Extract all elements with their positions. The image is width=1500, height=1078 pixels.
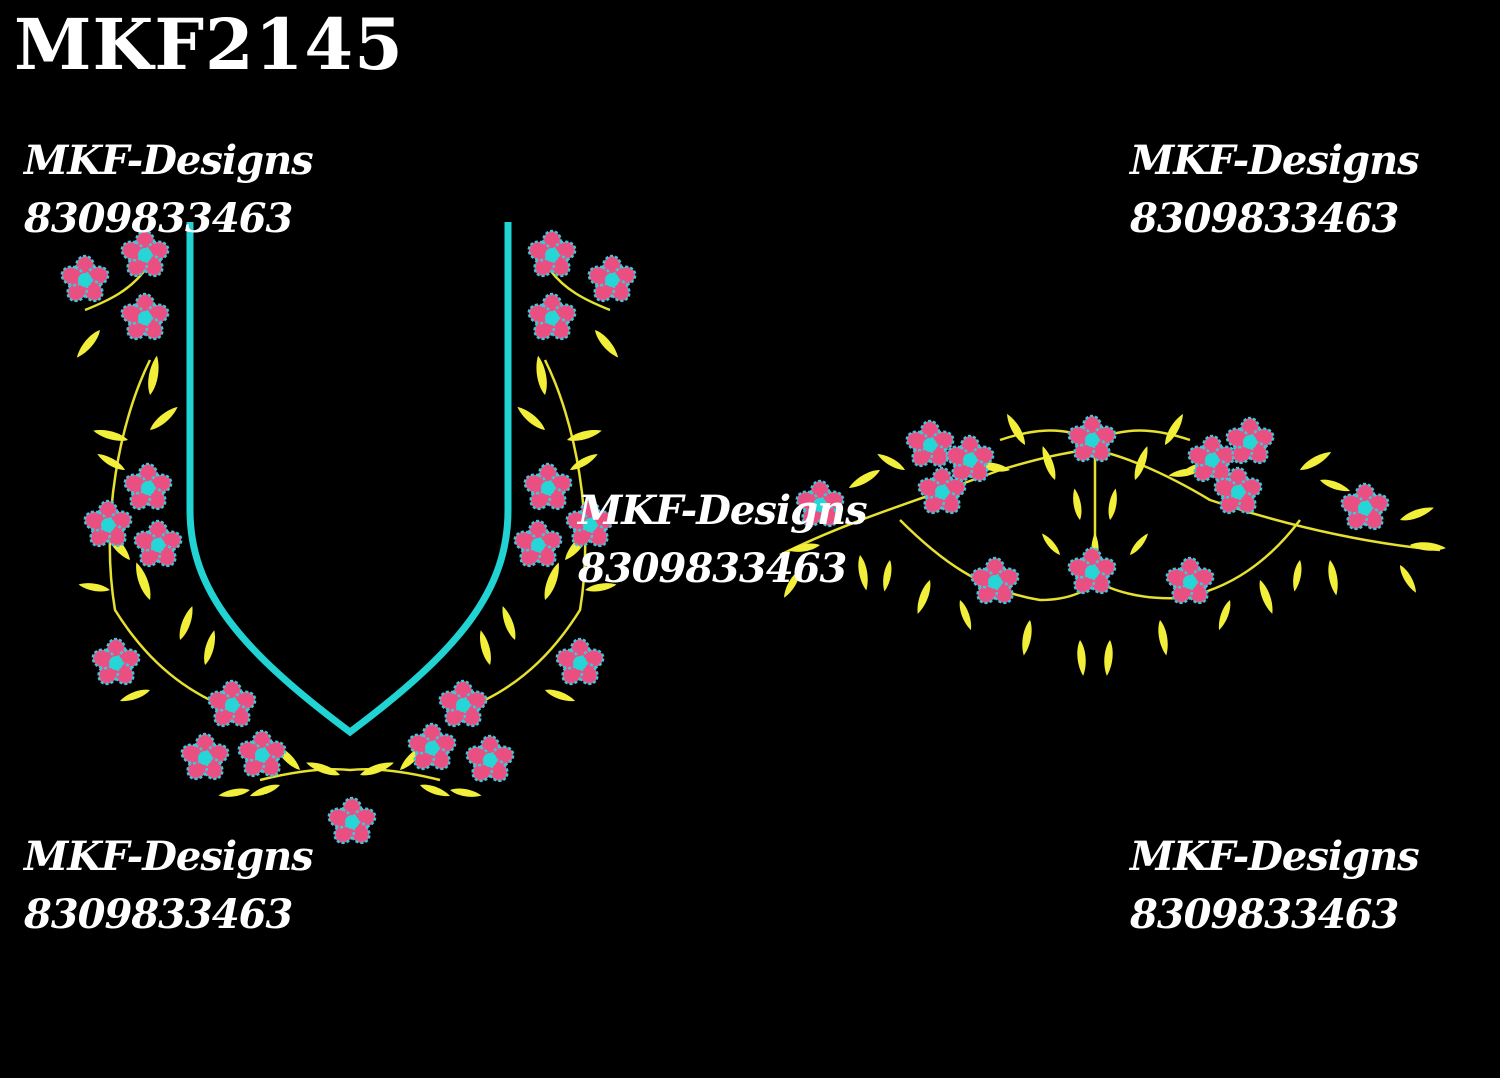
watermark-phone: 8309833463 [1130, 891, 1399, 938]
design-code-title: MKF2145 [14, 3, 404, 86]
watermark-center: MKF-Designs 8309833463 [578, 482, 868, 598]
watermark-brand: MKF-Designs [24, 137, 314, 184]
watermark-brand: MKF-Designs [1130, 833, 1420, 880]
neck-flowers [58, 229, 639, 848]
neck-stems [84, 269, 611, 782]
sleeve-leaves [780, 411, 1447, 677]
watermark-phone: 8309833463 [1130, 195, 1399, 242]
watermark-bottom-right: MKF-Designs 8309833463 [1130, 828, 1420, 944]
watermark-brand: MKF-Designs [24, 833, 314, 880]
watermark-phone: 8309833463 [24, 891, 293, 938]
neckline-outline [186, 222, 512, 737]
watermark-phone: 8309833463 [24, 195, 293, 242]
watermark-brand: MKF-Designs [1130, 137, 1420, 184]
watermark-bottom-left: MKF-Designs 8309833463 [24, 828, 314, 944]
neck-design [58, 222, 639, 848]
watermark-brand: MKF-Designs [578, 487, 868, 534]
watermark-top-left: MKF-Designs 8309833463 [24, 132, 314, 248]
watermark-phone: 8309833463 [578, 545, 847, 592]
watermark-top-right: MKF-Designs 8309833463 [1130, 132, 1420, 248]
sleeve-design [779, 411, 1447, 677]
